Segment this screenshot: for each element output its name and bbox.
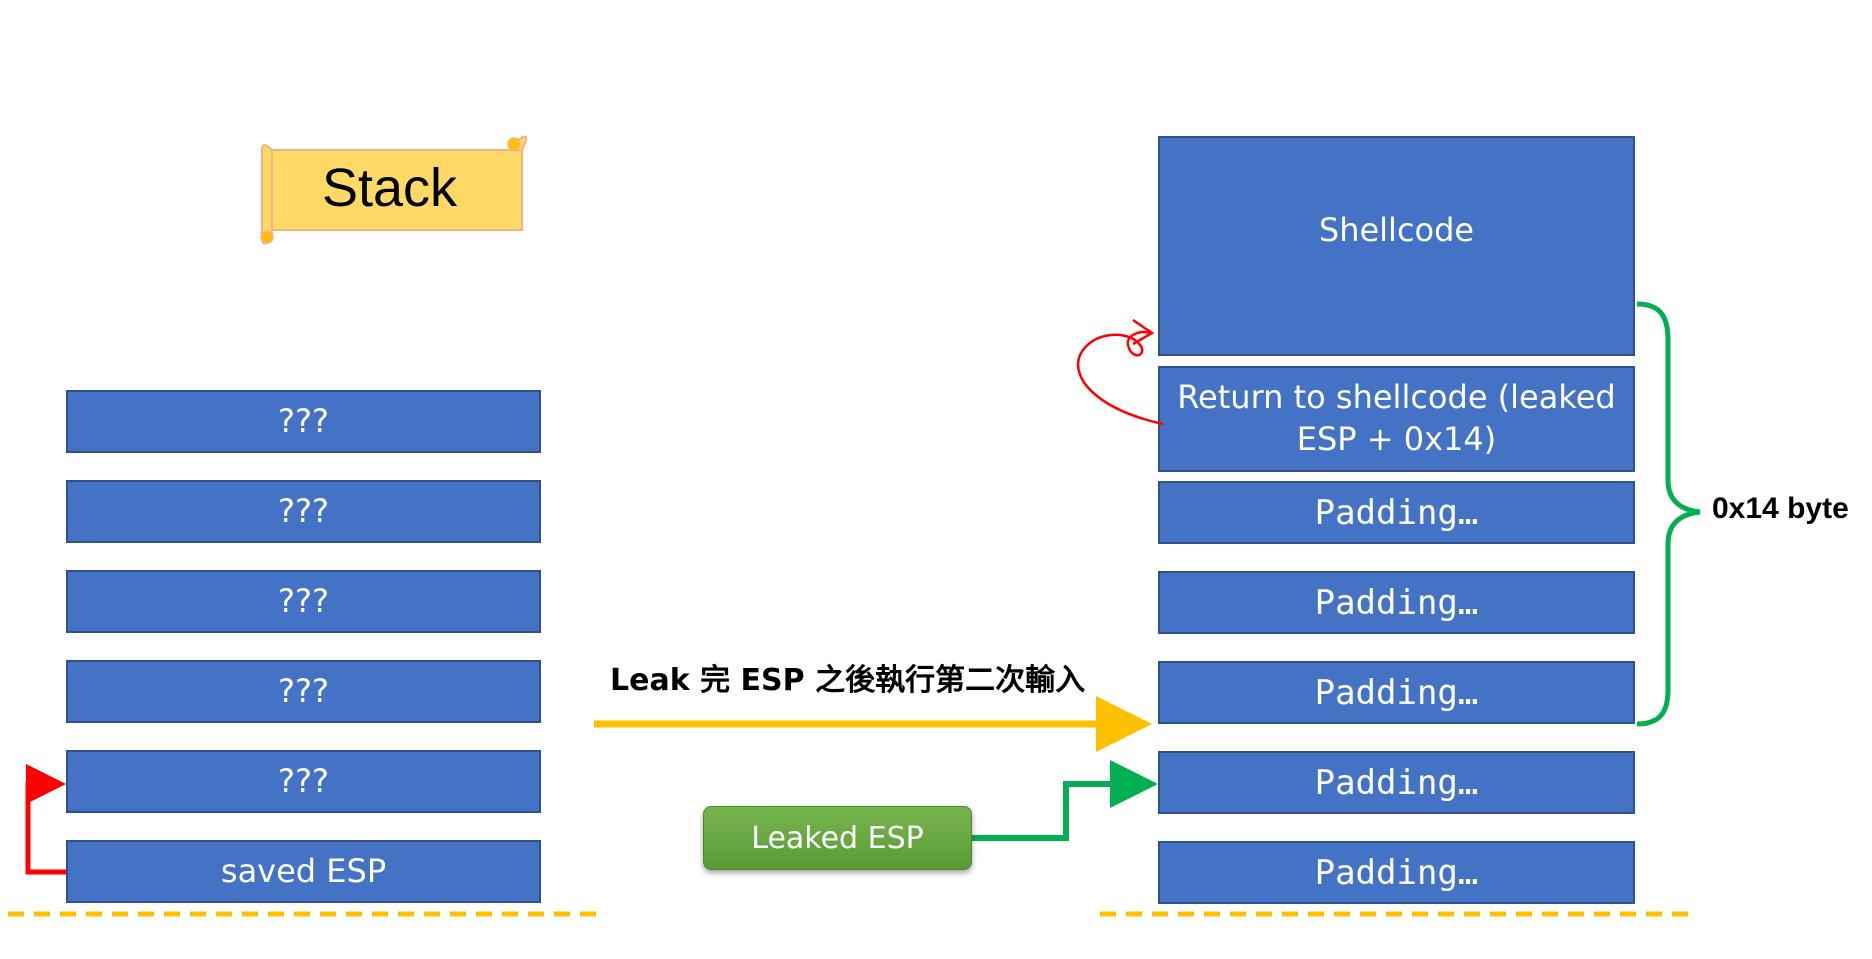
left-stack-block-1: ???: [66, 390, 541, 453]
padding-block-5: Padding…: [1158, 841, 1635, 904]
green-arrow: [970, 760, 1158, 841]
red-curve-arrow: [1077, 330, 1164, 426]
padding-label: Padding…: [1314, 582, 1479, 623]
left-stack-block-2: ???: [66, 480, 541, 543]
saved-esp-label: saved ESP: [220, 851, 387, 890]
shellcode-block: Shellcode: [1158, 136, 1635, 356]
left-block-label: ???: [278, 401, 329, 440]
left-stack-block-4: ???: [66, 660, 541, 723]
padding-block-1: Padding…: [1158, 481, 1635, 544]
left-block-label: ???: [278, 761, 329, 800]
arrow-label: Leak 完 ESP 之後執行第二次輸入: [610, 663, 1086, 698]
leaked-esp-box: Leaked ESP: [703, 806, 972, 870]
brace-label: 0x14 byte: [1712, 492, 1849, 525]
left-block-label: ???: [278, 581, 329, 620]
return-label-line2: ESP + 0x14): [1296, 420, 1497, 458]
red-arrow: [25, 764, 66, 875]
padding-label: Padding…: [1314, 672, 1479, 713]
saved-esp-block: saved ESP: [66, 840, 541, 903]
padding-label: Padding…: [1314, 762, 1479, 803]
left-stack-block-3: ???: [66, 570, 541, 633]
brace: [1636, 301, 1701, 727]
left-stack-block-5: ???: [66, 750, 541, 813]
padding-block-3: Padding…: [1158, 661, 1635, 724]
stack-title: Stack: [322, 158, 458, 218]
padding-block-2: Padding…: [1158, 571, 1635, 634]
padding-block-4: Padding…: [1158, 751, 1635, 814]
padding-label: Padding…: [1314, 492, 1479, 533]
left-block-label: ???: [278, 491, 329, 530]
return-address-block: Return to shellcode (leaked ESP + 0x14): [1158, 366, 1635, 472]
return-label-line1: Return to shellcode (leaked: [1177, 378, 1616, 417]
shellcode-label: Shellcode: [1318, 211, 1475, 250]
left-block-label: ???: [278, 671, 329, 710]
padding-label: Padding…: [1314, 852, 1479, 893]
